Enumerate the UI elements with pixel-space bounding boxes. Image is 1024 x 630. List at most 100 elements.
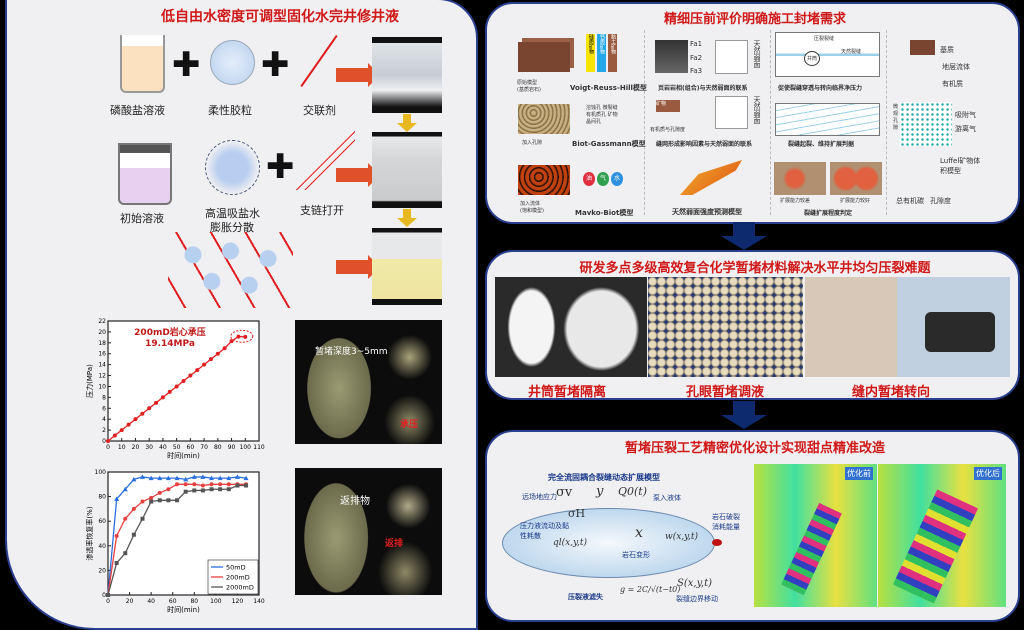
x-tick-label: 50 [173,444,181,451]
swollen-particle-icon [205,140,260,195]
data-point [243,475,249,481]
y-tick-label: 0 [102,438,106,445]
caption-perforation: 孔眼暂堵调液 [686,385,765,400]
y-tick-label: 12 [98,373,106,380]
good-label: 扩展能力较好 [840,198,871,204]
lithofacies-gradient [655,40,688,73]
far-stress-label: 远场地应力 [522,493,557,501]
lithofacies-link-label: 页岩岩相(组合)与天然弱面的联系 [658,85,748,92]
y-axis-label: y [596,484,604,499]
add-fluid-label: 加入流体 (饱和模型) [520,201,544,214]
data-point [131,532,136,537]
gel-particle-icon [210,40,255,85]
wellbore-plug-photo [495,277,647,377]
data-point [183,476,189,482]
organic-label: 有机质 [942,80,963,88]
data-point [140,411,145,416]
beaker-photo-2 [372,132,442,208]
data-point [243,334,248,339]
x-axis-title: 时间(min) [167,605,200,614]
y-tick-label: 6 [102,405,106,412]
extension-degree-label: 裂缝扩展程度判定 [804,210,853,217]
data-point [119,428,124,433]
legend-label: 50mD [226,564,246,572]
data-point [195,368,200,373]
phosphate-beaker-icon [120,35,165,93]
data-point [218,482,223,487]
data-point [222,346,227,351]
y-tick-label: 18 [98,340,106,347]
y-tick-label: 40 [98,543,106,550]
data-point [226,482,231,487]
w-label: w(x,y,t) [665,532,699,542]
fracture-stack-before [781,502,842,596]
data-point [149,495,154,500]
initiation-criterion-label: 裂缝起裂、维持扩展判据 [788,141,855,148]
data-point [175,498,180,503]
initial-solution-beaker-icon [118,143,172,205]
q0-label: Q0(t) [618,485,648,498]
before-label: 优化前 [845,467,873,480]
add-pores-label: 加入孔隙 [522,140,543,146]
label-crosslinker: 交联剂 [303,104,336,117]
data-point [192,488,197,493]
x-tick-label: 0 [106,444,110,451]
critical-pressure-label: 促使裂缝穿透与转向临界净压力 [778,85,863,92]
data-point [209,475,215,481]
y-axis-title: 渗透率恢复率(%) [85,506,94,560]
data-point [183,489,188,494]
label-gel: 柔性胶粒 [208,104,252,117]
data-point [229,339,234,344]
fracture-branch-diagram [775,103,880,136]
block-depth-label: 暂堵深度3~5mm [315,347,388,357]
data-point [209,482,214,487]
bot-title: 暂堵压裂工艺精密优化设计实现甜点精准改造 [624,441,885,456]
x-tick-label: 80 [190,598,198,605]
data-point [166,498,171,503]
data-point [157,475,163,481]
divider [886,30,887,215]
plus-icon: ✚ [266,147,295,187]
label-swell-2: 膨胀分散 [210,221,254,234]
network-factors-label: 缝网形成影响因素与天然弱面的联系 [656,141,753,148]
data-point [234,474,240,479]
data-point [200,474,206,479]
core-sample [925,312,995,352]
x-tick-label: 120 [232,598,244,605]
fa1-label: Fa1 [690,40,703,48]
arrow-down-icon [397,114,417,132]
organic-porosity-label: 有机质与孔隙度 [650,127,686,133]
data-point [112,433,117,438]
mavko-biot-label: Mavko-Biot模型 [575,209,634,217]
data-point [235,483,240,488]
top-title: 精细压前评价明确施工封堵需求 [663,12,846,27]
network-structure-icon [168,232,293,308]
in-fracture-plug-photo [805,277,1010,377]
wellbore-label: 井筒 [804,51,821,66]
core-flowback-photo: 返排物 返排 [295,468,442,595]
chart-annotation: 19.14MPa [145,339,195,349]
data-point [174,384,179,389]
pore-types-label: 溶蚀孔 微裂缝 有机质孔 矿物晶间孔 [586,105,618,125]
data-point [160,395,165,400]
data-point [200,488,205,493]
fa3-label: Fa3 [690,67,703,75]
label-phosphate: 磷酸盐溶液 [110,104,165,117]
data-point [202,362,207,367]
data-point [226,487,231,492]
fracture-ellipse [502,508,715,578]
mineral-siliceous: 硅质矿物 [586,34,595,72]
x-tick-label: 10 [118,444,126,451]
caption-wellbore: 井筒暂堵隔离 [528,385,607,400]
sigma-h-label: σH [568,507,586,520]
data-point [191,474,197,479]
strength-prediction-label: 天然弱面强度预测模型 [672,208,742,216]
y-tick-label: 16 [98,351,106,358]
data-point [122,486,128,492]
extension-good-image [830,162,882,195]
y-tick-label: 14 [98,362,106,369]
returned-material-label: 返排物 [340,496,370,507]
x-tick-label: 70 [200,444,208,451]
data-point [126,422,131,427]
legend-label: 2000mD [226,584,254,592]
